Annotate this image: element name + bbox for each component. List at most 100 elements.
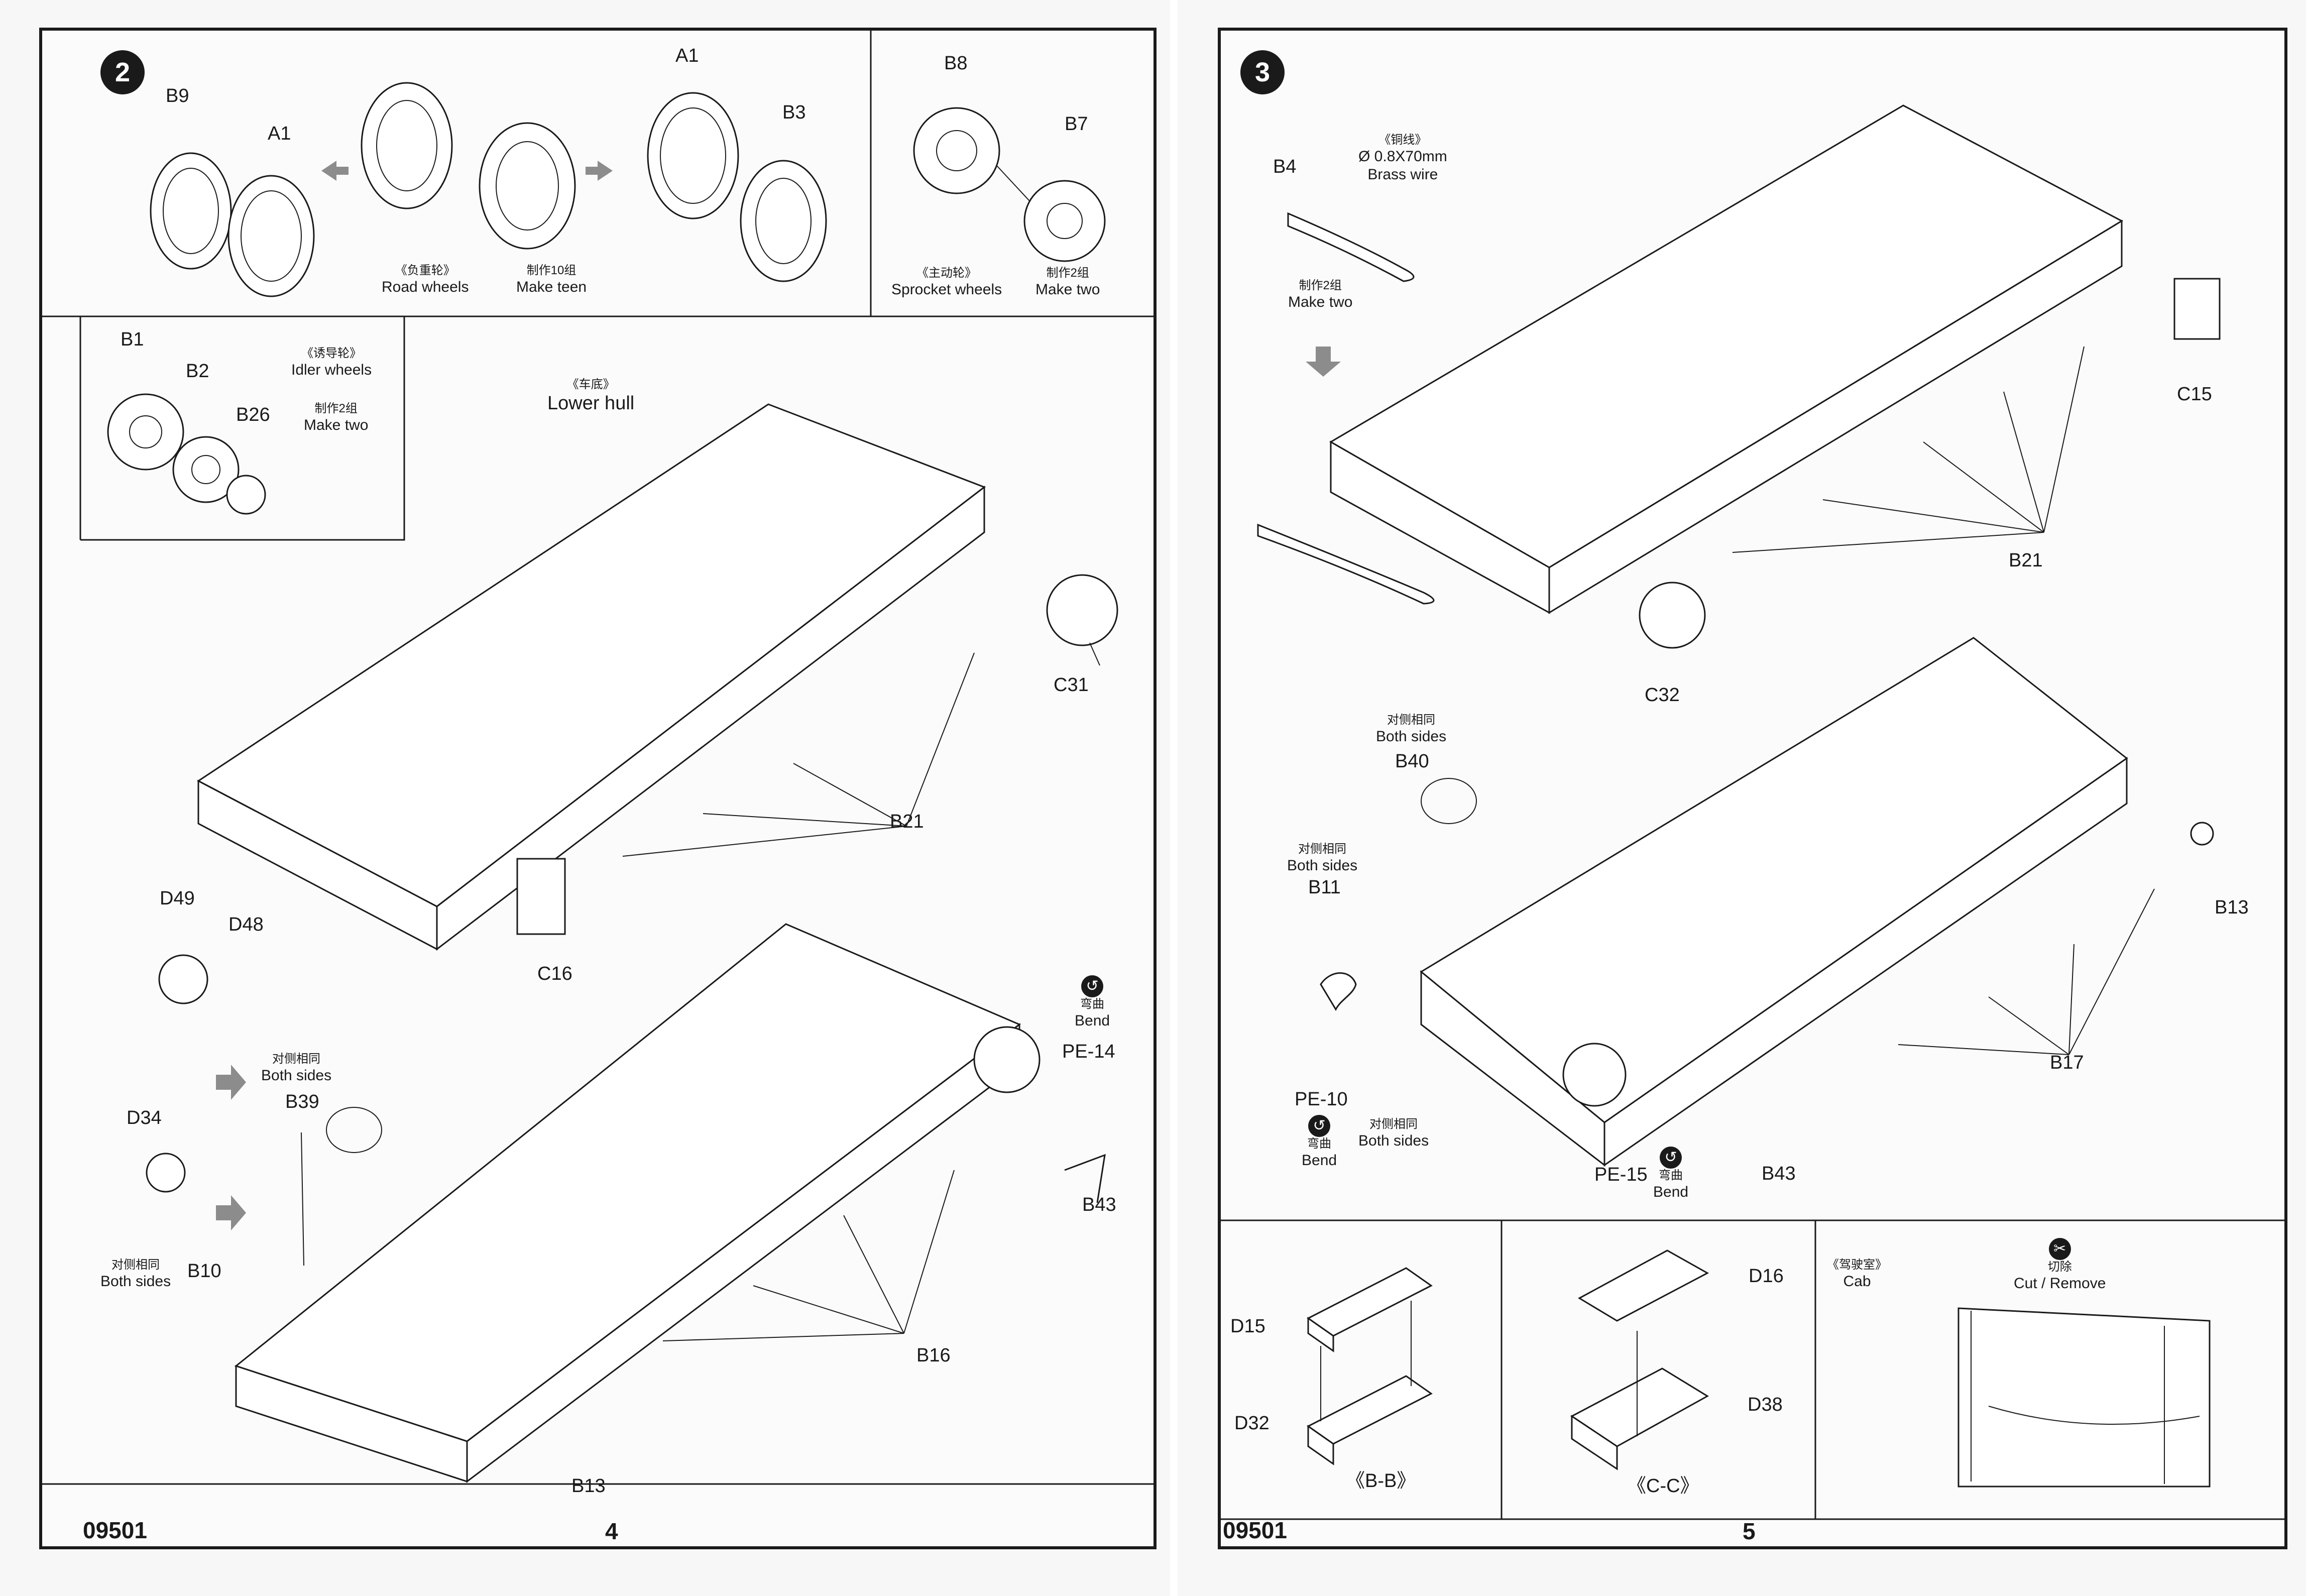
sprocket-group: [913, 107, 1106, 262]
sprocket-qty: 制作2组 Make two: [1035, 266, 1100, 299]
bend-icon: ↺: [1081, 975, 1104, 997]
brass-wire-name: 《铜线》 Ø 0.8X70mm Brass wire: [1358, 133, 1447, 184]
sprocket-qty-en: Make two: [1035, 281, 1100, 298]
footer-code-right: 09501: [1223, 1517, 1287, 1543]
both-sides-note-a-en: Both sides: [261, 1067, 332, 1084]
both-sides-note-1: 对侧相同 Both sides: [1376, 713, 1446, 746]
sprocket-name-en: Sprocket wheels: [891, 281, 1002, 298]
label-c15: C15: [2177, 384, 2212, 405]
footer-code-left: 09501: [83, 1517, 147, 1543]
sub-cc-drawing: [1570, 1249, 1709, 1470]
bend-note-1-en: Bend: [1302, 1152, 1337, 1169]
cut-remove-en: Cut / Remove: [2014, 1275, 2106, 1292]
sub-bb-drawing: [1307, 1267, 1433, 1465]
both-sides-note-3: 对侧相同 Both sides: [1358, 1117, 1429, 1150]
page-number-right: 5: [1743, 1518, 1756, 1544]
bend-note-2-en: Bend: [1653, 1183, 1689, 1200]
label-b43-right: B43: [1762, 1163, 1796, 1184]
bend-note-cn: 弯曲: [1080, 997, 1105, 1011]
road-wheels-qty: 制作10组 Make teen: [516, 264, 587, 296]
label-b21-right: B21: [2009, 550, 2043, 571]
bend-note-1-cn: 弯曲: [1307, 1137, 1332, 1151]
both-sides-note-b: 对侧相同 Both sides: [100, 1258, 171, 1291]
label-b21-left: B21: [890, 811, 924, 832]
label-d34: D34: [127, 1107, 162, 1128]
both-sides-note-1-en: Both sides: [1376, 728, 1447, 745]
step-number-2: 2: [100, 50, 145, 94]
bend-icon-1: ↺: [1308, 1115, 1331, 1137]
label-c16: C16: [537, 963, 572, 984]
road-wheels-name-en: Road wheels: [382, 278, 469, 295]
road-wheels-name: 《负重轮》 Road wheels: [382, 264, 469, 296]
idler-name-cn: 《诱导轮》: [301, 347, 362, 360]
lower-hull-name-cn: 《车底》: [566, 378, 615, 391]
label-b8: B8: [944, 53, 968, 74]
both-sides-note-3-en: Both sides: [1358, 1132, 1429, 1149]
idler-group: [107, 393, 266, 515]
bend-icon-2: ↺: [1660, 1147, 1682, 1169]
label-b43-left: B43: [1082, 1194, 1116, 1215]
brass-wire-spec: Ø 0.8X70mm: [1358, 148, 1447, 165]
label-b13-left: B13: [571, 1475, 606, 1497]
bend-note-2: ↺ 弯曲 Bend: [1653, 1147, 1688, 1201]
label-a1-left: A1: [268, 123, 291, 144]
sprocket-name-cn: 《主动轮》: [916, 266, 977, 280]
road-wheels-name-cn: 《负重轮》: [395, 264, 455, 277]
label-d16: D16: [1749, 1266, 1784, 1287]
sprocket-qty-cn: 制作2组: [1046, 266, 1089, 280]
label-b4: B4: [1273, 156, 1297, 177]
label-b40: B40: [1395, 751, 1429, 772]
label-pe14: PE-14: [1062, 1041, 1115, 1062]
bend-note-en: Bend: [1075, 1012, 1110, 1029]
label-b1: B1: [121, 329, 144, 350]
step-number-3: 3: [1240, 50, 1285, 94]
lower-hull-lower-view: [146, 923, 1106, 1484]
both-sides-note-a: 对侧相同 Both sides: [261, 1052, 331, 1085]
label-b10: B10: [187, 1261, 221, 1282]
sub-bb-caption: 《B-B》: [1346, 1470, 1416, 1492]
road-wheels-qty-cn: 制作10组: [526, 264, 576, 277]
bend-note: ↺ 弯曲 Bend: [1075, 975, 1110, 1030]
bend-note-2-cn: 弯曲: [1659, 1169, 1683, 1182]
lower-hull-name: 《车底》 Lower hull: [547, 378, 634, 415]
both-sides-note-2-en: Both sides: [1287, 857, 1358, 874]
label-b13-right: B13: [2215, 897, 2249, 918]
cut-icon: ✂: [2048, 1238, 2071, 1260]
brass-wire-qty-cn: 制作2组: [1299, 279, 1342, 292]
cut-remove-cn: 切除: [2047, 1260, 2072, 1274]
label-b11: B11: [1308, 877, 1341, 898]
brass-wire-qty: 制作2组 Make two: [1288, 279, 1352, 311]
road-wheel-group: [150, 82, 827, 297]
idler-qty: 制作2组 Make two: [304, 402, 368, 434]
label-c31: C31: [1054, 674, 1089, 696]
label-b9: B9: [166, 85, 189, 106]
idler-qty-en: Make two: [304, 416, 369, 433]
sprocket-name: 《主动轮》 Sprocket wheels: [891, 266, 1002, 299]
both-sides-note-2-cn: 对侧相同: [1298, 842, 1347, 856]
label-d48: D48: [228, 914, 264, 935]
label-d32: D32: [1234, 1413, 1270, 1434]
label-pe15: PE-15: [1594, 1164, 1648, 1185]
both-sides-note-b-cn: 对侧相同: [111, 1258, 160, 1272]
both-sides-note-a-cn: 对侧相同: [272, 1052, 321, 1066]
label-c32: C32: [1645, 685, 1680, 706]
idler-name-en: Idler wheels: [291, 361, 372, 378]
lower-hull-name-en: Lower hull: [547, 392, 635, 414]
both-sides-note-2: 对侧相同 Both sides: [1287, 842, 1357, 875]
label-a1-right: A1: [675, 45, 699, 66]
road-wheels-qty-en: Make teen: [516, 278, 587, 295]
brass-wire-name-cn: 《铜线》: [1378, 133, 1427, 147]
brass-wire-group: [1257, 212, 1435, 605]
label-pe10: PE-10: [1295, 1089, 1348, 1110]
idler-qty-cn: 制作2组: [314, 402, 358, 415]
page-number-left: 4: [605, 1518, 618, 1544]
bend-note-1: ↺ 弯曲 Bend: [1302, 1115, 1337, 1170]
label-b26: B26: [236, 404, 270, 425]
both-sides-note-1-cn: 对侧相同: [1387, 713, 1436, 727]
label-d15: D15: [1230, 1316, 1265, 1337]
lower-hull-upper-view: [197, 403, 1118, 951]
sub-cc-caption: 《C-C》: [1627, 1475, 1699, 1497]
cab-drawing: [1957, 1307, 2211, 1488]
right-hull-upper-view: [1329, 104, 2221, 649]
